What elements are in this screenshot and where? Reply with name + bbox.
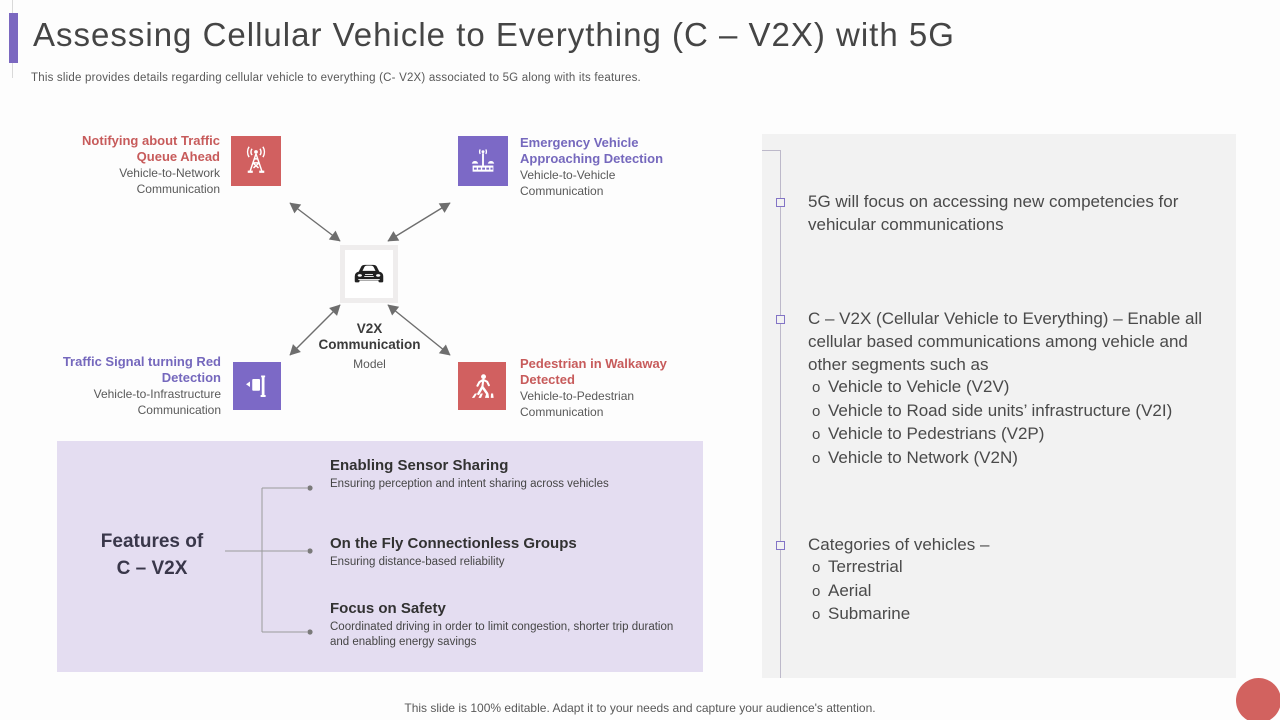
list-item: o Terrestrial xyxy=(808,556,1226,580)
feature-focus-on-safety: Focus on Safety Coordinated driving in o… xyxy=(330,600,680,649)
car-front-icon xyxy=(340,245,398,303)
page-title: Assessing Cellular Vehicle to Everything… xyxy=(33,16,955,53)
roadside-unit-glyph xyxy=(471,149,495,172)
node-label-traffic-queue: Notifying about Traffic Queue Ahead Vehi… xyxy=(52,133,220,197)
bullet-text: Categories of vehicles – xyxy=(808,535,990,554)
list-item: o Vehicle to Road side units’ infrastruct… xyxy=(808,400,1226,424)
panel-top-tick xyxy=(762,150,780,151)
list-item-text: Aerial xyxy=(828,580,872,600)
list-item: o Vehicle to Pedestrians (V2P) xyxy=(808,423,1226,447)
circle-bullet-icon: o xyxy=(812,426,821,443)
list-item-text: Terrestrial xyxy=(828,557,903,576)
car-front-glyph xyxy=(354,264,384,283)
list-item-text: Submarine xyxy=(828,604,911,623)
feature-description: Coordinated driving in order to limit co… xyxy=(330,621,674,648)
bullet-text: C – V2X (Cellular Vehicle to Everything)… xyxy=(808,309,1203,374)
traffic-signal-glyph xyxy=(246,375,266,397)
center-subtitle: Model xyxy=(353,357,386,371)
list-item: o Aerial xyxy=(808,580,1226,604)
bullet-text: 5G will focus on accessing new competenc… xyxy=(808,192,1179,234)
node-subtitle: Vehicle-to-Network Communication xyxy=(119,166,220,196)
features-heading-line2: C – V2X xyxy=(116,558,188,579)
feature-title: On the Fly Connectionless Groups xyxy=(330,535,577,552)
square-bullet-icon xyxy=(776,541,785,550)
features-heading-line1: Features of xyxy=(100,531,204,552)
radio-tower-glyph xyxy=(246,146,266,173)
circle-bullet-icon: o xyxy=(812,559,821,576)
center-title: V2X Communication xyxy=(318,321,421,352)
pedestrian-crossing-icon xyxy=(458,362,506,410)
feature-title: Focus on Safety xyxy=(330,600,446,617)
node-subtitle: Vehicle-to-Pedestrian Communication xyxy=(520,389,635,419)
key-points-panel: 5G will focus on accessing new competenc… xyxy=(762,134,1236,678)
circle-bullet-icon: o xyxy=(812,582,821,600)
bullet-5g-competencies: 5G will focus on accessing new competenc… xyxy=(808,190,1226,236)
feature-description: Ensuring perception and intent sharing a… xyxy=(330,478,609,490)
list-item-text: Vehicle to Vehicle (V2V) xyxy=(828,377,1010,396)
node-title: Pedestrian in Walkaway Detected xyxy=(520,356,667,387)
center-label: V2X Communication Model xyxy=(312,321,427,371)
node-title: Notifying about Traffic Queue Ahead xyxy=(82,133,220,164)
node-label-traffic-signal: Traffic Signal turning Red Detection Veh… xyxy=(56,354,221,418)
node-label-pedestrian: Pedestrian in Walkaway Detected Vehicle-… xyxy=(520,356,680,420)
traffic-signal-icon xyxy=(233,362,281,410)
node-subtitle: Vehicle-to-Vehicle Communication xyxy=(520,168,616,198)
node-label-emergency-vehicle: Emergency Vehicle Approaching Detection … xyxy=(520,135,695,199)
title-accent-bar xyxy=(9,13,18,63)
list-item: o Vehicle to Vehicle (V2V) xyxy=(808,376,1226,400)
node-title: Traffic Signal turning Red Detection xyxy=(62,354,221,385)
footer-note: This slide is 100% editable. Adapt it to… xyxy=(404,701,876,715)
feature-description: Ensuring distance-based reliability xyxy=(330,556,505,568)
square-bullet-icon xyxy=(776,315,785,324)
roadside-unit-icon xyxy=(458,136,508,186)
pedestrian-crossing-glyph xyxy=(471,373,494,398)
list-item-text: Vehicle to Network (V2N) xyxy=(828,447,1018,467)
list-item: o Submarine xyxy=(808,603,1226,627)
circle-bullet-icon: o xyxy=(812,449,821,467)
features-heading: Features of C – V2X xyxy=(72,528,232,582)
feature-sensor-sharing: Enabling Sensor Sharing Ensuring percept… xyxy=(330,457,680,492)
square-bullet-icon xyxy=(776,198,785,207)
circle-bullet-icon: o xyxy=(812,402,821,420)
node-subtitle: Vehicle-to-Infrastructure Communication xyxy=(93,387,221,417)
bullet-cv2x-segments: C – V2X (Cellular Vehicle to Everything)… xyxy=(808,307,1226,470)
features-connector xyxy=(225,485,313,635)
panel-vertical-line xyxy=(780,150,781,678)
node-title: Emergency Vehicle Approaching Detection xyxy=(520,135,664,166)
corner-circle xyxy=(1236,678,1280,720)
features-panel: Features of C – V2X Enabling Sensor Shar… xyxy=(57,441,703,672)
circle-bullet-icon: o xyxy=(812,606,821,623)
diagram-arrows xyxy=(289,202,451,356)
list-item-text: Vehicle to Pedestrians (V2P) xyxy=(828,424,1045,443)
circle-bullet-icon: o xyxy=(812,379,821,396)
radio-tower-icon xyxy=(231,136,281,186)
slide-subtitle: This slide provides details regarding ce… xyxy=(31,72,641,84)
feature-title: Enabling Sensor Sharing xyxy=(330,457,509,474)
feature-connectionless-groups: On the Fly Connectionless Groups Ensurin… xyxy=(330,535,680,570)
list-item-text: Vehicle to Road side units’ infrastructu… xyxy=(828,400,1173,420)
list-item: o Vehicle to Network (V2N) xyxy=(808,447,1226,471)
